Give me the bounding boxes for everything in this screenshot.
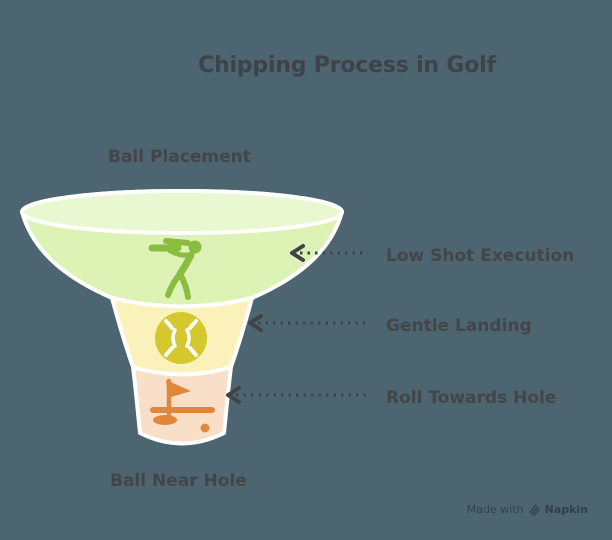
stage-label-roll-towards-hole: Roll Towards Hole [386,388,557,408]
funnel-stage-band-3 [131,365,233,446]
diagram-title: Chipping Process in Golf [198,53,496,78]
watermark-brand: Napkin [544,503,588,516]
funnel-top-label: Ball Placement [108,147,251,167]
stage-label-gentle-landing: Gentle Landing [386,316,532,336]
napkin-logo-icon [528,504,540,516]
arrow-gentle-landing [248,314,368,332]
golf-ball-icon [155,312,207,364]
arrow-low-shot-execution [290,244,368,262]
watermark: Made with Napkin [467,503,588,517]
funnel-top-rim [20,189,344,235]
arrow-roll-towards-hole [226,386,368,404]
arrowhead-icon [290,244,305,262]
golf-flag-hole-icon [150,378,215,433]
golfer-swing-icon [148,238,202,300]
watermark-text: Made with [466,503,524,516]
arrowhead-icon [248,314,263,332]
arrowhead-icon [226,386,241,404]
stage-label-low-shot-execution: Low Shot Execution [386,246,575,266]
connector-arrows [226,244,368,404]
funnel-bottom-label: Ball Near Hole [110,471,247,491]
